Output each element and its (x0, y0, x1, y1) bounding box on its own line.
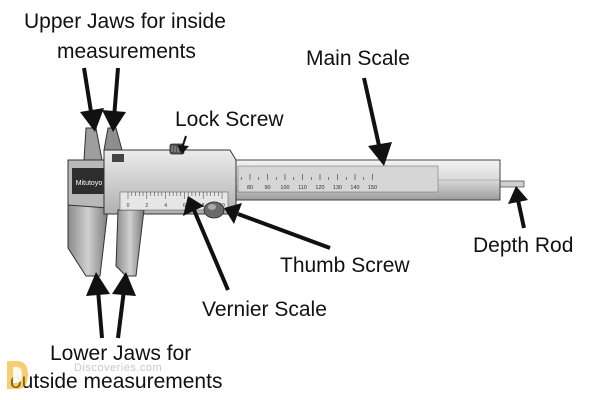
vernier-scale-ticks (127, 192, 223, 199)
main-scale-number: 80 (247, 185, 253, 191)
main-scale-plate (237, 165, 439, 193)
upper-jaws-label-line1: Upper Jaws for inside (24, 10, 226, 33)
main-scale-number: 120 (315, 185, 324, 191)
lower-jaws-right-arrow (112, 272, 136, 339)
watermark: Discoveries.com (4, 356, 204, 396)
depth-rod-arrow (508, 186, 528, 229)
vernier-scale-label: Vernier Scale (202, 298, 327, 321)
main-scale-number: 140 (350, 185, 359, 191)
vernier-scale-number: 6 (183, 203, 186, 209)
depth-rod-label: Depth Rod (473, 234, 574, 257)
lower-jaws-label-line2: outside measurements (10, 370, 223, 393)
brand-logo: Mitutoyo (76, 180, 103, 187)
main-scale-number: 110 (298, 185, 307, 191)
upper-jaws-label-line2: measurements (57, 40, 196, 63)
movable-lower-jaw (115, 209, 145, 277)
thumb-screw-label: Thumb Screw (280, 254, 410, 277)
lower-jaws-left-arrow (86, 272, 110, 339)
lock-screw-label: Lock Screw (175, 108, 284, 131)
brand-plate (72, 168, 106, 194)
upper-jaws-left-arrow (80, 67, 104, 132)
main-scale-number: 100 (280, 185, 289, 191)
main-scale-arrow (362, 77, 392, 166)
fixed-upper-jaw (83, 127, 103, 161)
thumb-screw-arrow (224, 203, 331, 250)
lower-jaws-label-line1: Lower Jaws for (50, 342, 192, 365)
vernier-scale-arrow (183, 196, 230, 291)
movable-upper-jaw (103, 127, 123, 151)
main-scale-label: Main Scale (306, 47, 410, 70)
watermark-logo-icon (7, 361, 28, 389)
watermark-text: Discoveries.com (74, 362, 163, 374)
fixed-lower-jaw (67, 204, 109, 277)
main-scale-number: 90 (264, 185, 270, 191)
vernier-scale-number: 0 (127, 203, 130, 209)
upper-jaws-right-arrow (102, 67, 126, 132)
vernier-scale-number: 2 (145, 203, 148, 209)
vernier-scale-number: 4 (164, 203, 167, 209)
depth-rod (499, 180, 525, 188)
thumb-screw (203, 201, 225, 219)
main-scale-number: 150 (368, 185, 377, 191)
main-scale-number: 130 (333, 185, 342, 191)
lock-screw-arrow (177, 135, 189, 154)
